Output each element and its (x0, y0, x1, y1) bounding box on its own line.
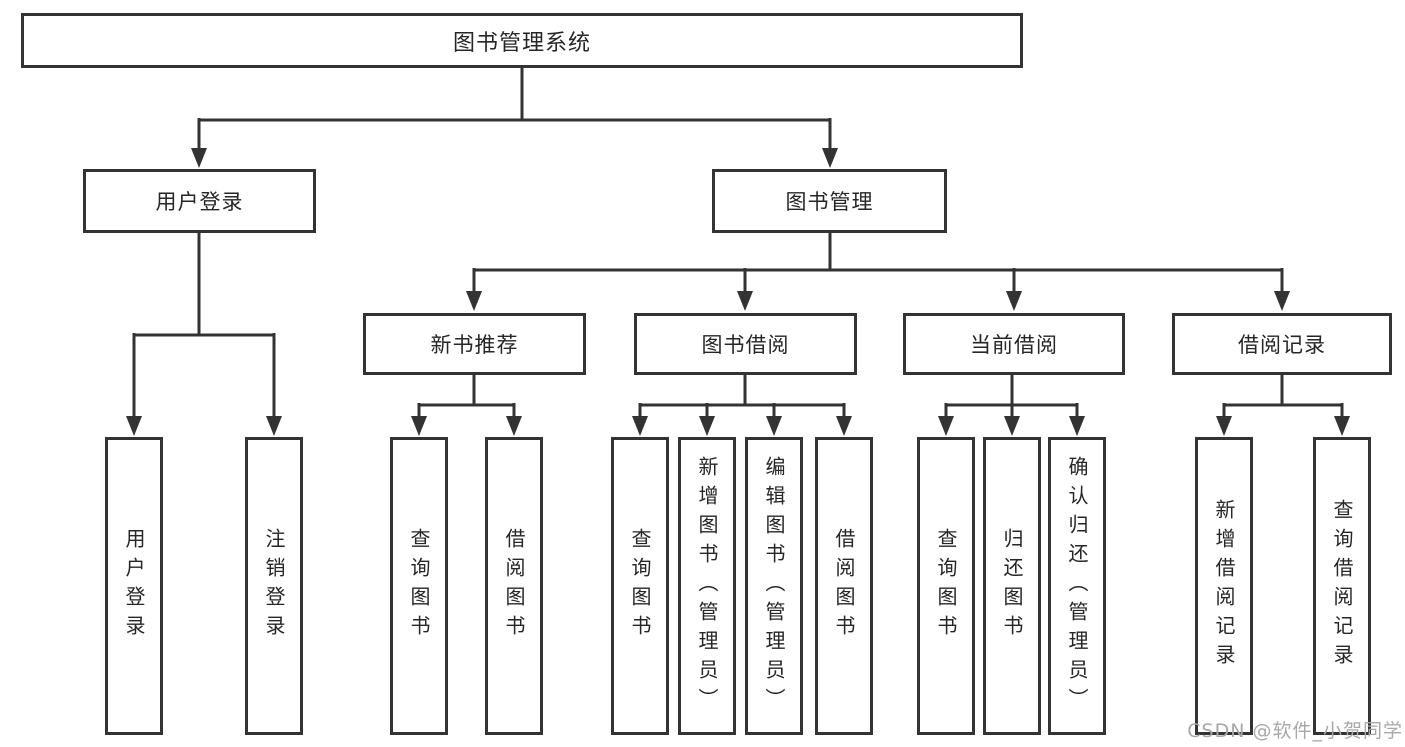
node-borrow-books-recommend: 借阅图书 (485, 437, 543, 735)
node-confirm-return-admin-label: 确认归还（管理员） (1065, 455, 1089, 717)
node-new-book-recommendation: 新书推荐 (363, 313, 586, 375)
arrowheads (126, 148, 1350, 436)
node-borrow-books-label: 借阅图书 (832, 528, 856, 644)
node-logout: 注销登录 (245, 437, 303, 735)
node-new-book-recommendation-label: 新书推荐 (430, 333, 519, 357)
node-borrowing-records-label: 借阅记录 (1238, 333, 1326, 357)
node-add-borrowing-record-label: 新增借阅记录 (1212, 499, 1236, 673)
node-add-books-admin-label: 新增图书（管理员） (695, 455, 719, 717)
node-query-books-recommend-label: 查询图书 (407, 528, 431, 644)
node-library-system-label: 图书管理系统 (452, 30, 591, 56)
node-edit-books-admin-label: 编辑图书（管理员） (762, 455, 786, 717)
node-edit-books-admin: 编辑图书（管理员） (745, 437, 803, 735)
node-current-borrowing: 当前借阅 (903, 313, 1125, 375)
node-query-books-borrowing: 查询图书 (611, 437, 669, 735)
node-query-borrowing-record-label: 查询借阅记录 (1330, 499, 1354, 673)
node-confirm-return-admin: 确认归还（管理员） (1048, 437, 1106, 735)
node-query-books-current: 查询图书 (917, 437, 975, 735)
node-book-management-label: 图书管理 (785, 190, 874, 214)
node-book-borrowing-label: 图书借阅 (701, 333, 790, 357)
node-book-management: 图书管理 (712, 169, 947, 233)
node-user-login-leaf-label: 用户登录 (122, 528, 146, 644)
node-query-borrowing-record: 查询借阅记录 (1313, 437, 1371, 735)
node-current-borrowing-label: 当前借阅 (970, 333, 1058, 357)
node-borrowing-records: 借阅记录 (1172, 313, 1392, 375)
node-query-books-current-label: 查询图书 (934, 528, 958, 644)
node-return-books: 归还图书 (983, 437, 1041, 735)
watermark: CSDN @软件_小贺同学 (1187, 720, 1403, 742)
node-query-books-recommend: 查询图书 (390, 437, 448, 735)
node-book-borrowing: 图书借阅 (634, 313, 857, 375)
node-user-login-label: 用户登录 (155, 190, 244, 214)
node-borrow-books: 借阅图书 (815, 437, 873, 735)
node-user-login-leaf: 用户登录 (105, 437, 163, 735)
node-logout-label: 注销登录 (262, 528, 286, 644)
node-user-login: 用户登录 (83, 169, 316, 233)
node-add-books-admin: 新增图书（管理员） (678, 437, 736, 735)
node-borrow-books-recommend-label: 借阅图书 (502, 528, 526, 644)
node-library-system: 图书管理系统 (21, 13, 1023, 68)
node-add-borrowing-record: 新增借阅记录 (1195, 437, 1253, 735)
node-query-books-borrowing-label: 查询图书 (628, 528, 652, 644)
node-return-books-label: 归还图书 (1000, 528, 1024, 644)
